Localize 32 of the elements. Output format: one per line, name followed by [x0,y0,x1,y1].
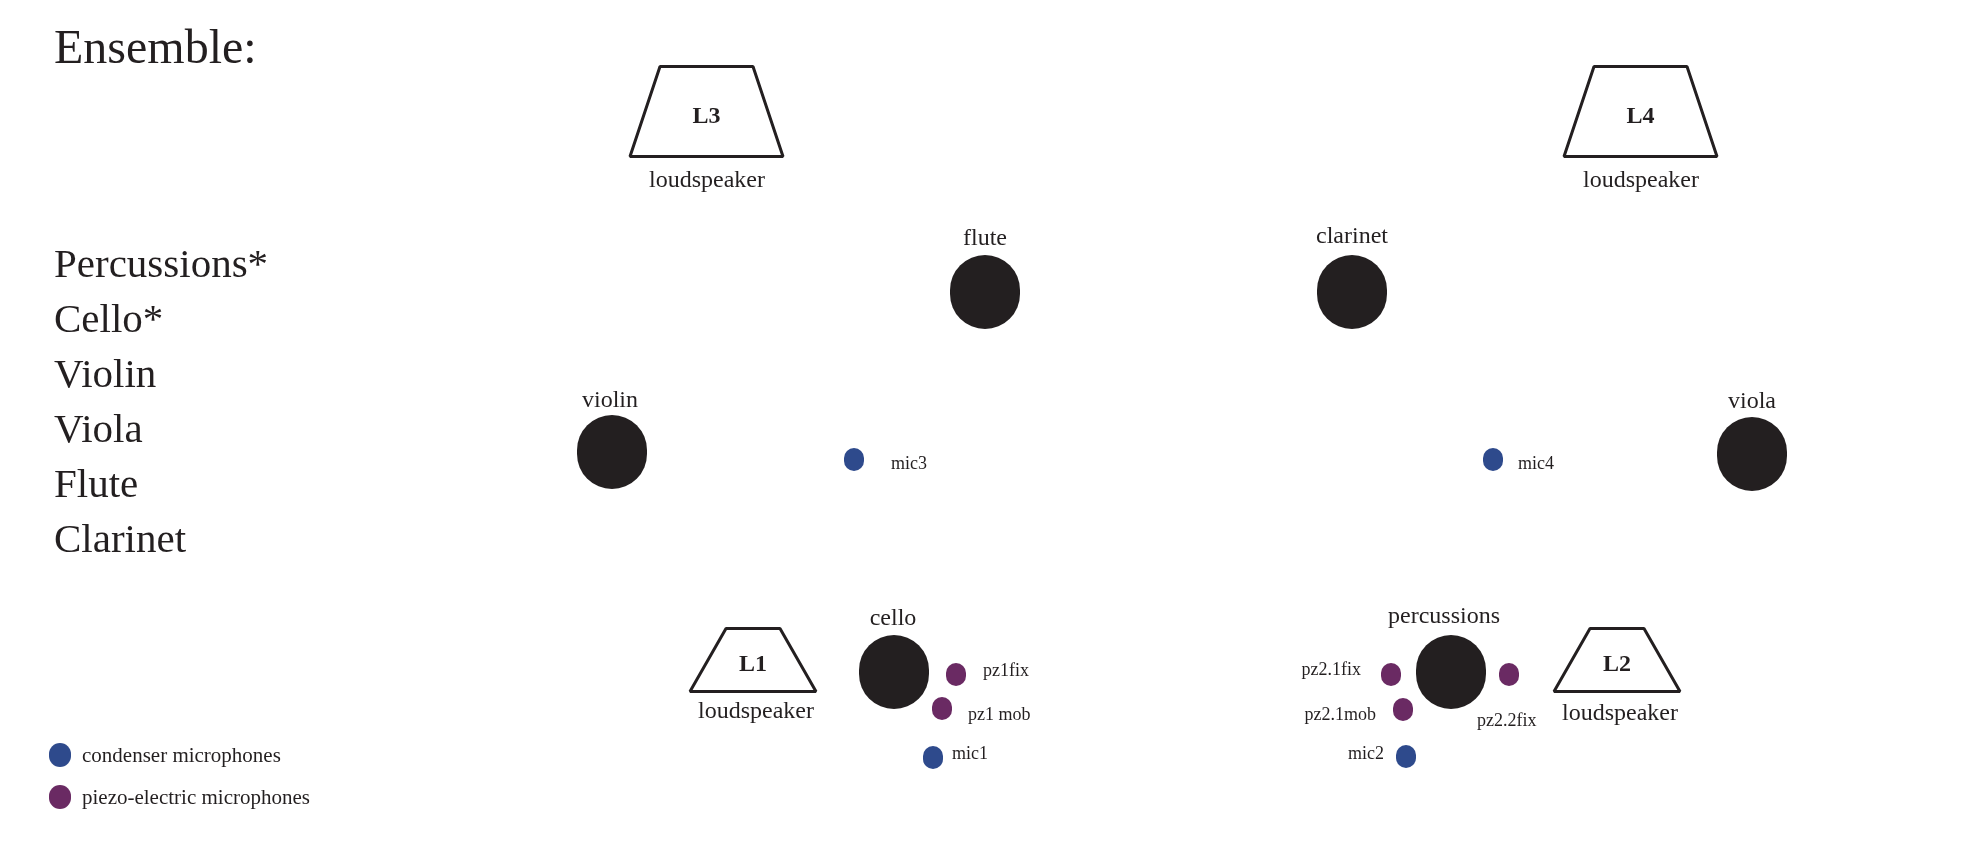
speaker-id-label: L2 [1603,651,1631,675]
instrument-label: clarinet [1316,223,1388,247]
instrument-label: violin [582,387,638,411]
instrument-list-item: Cello* [54,298,164,339]
microphone-label: mic4 [1518,454,1554,472]
microphone-label: pz2.1fix [1301,660,1361,678]
microphone-label: pz2.2fix [1477,711,1537,729]
microphone-label: pz1fix [983,661,1029,679]
instrument-list-item: Clarinet [54,518,187,559]
instrument-list-item: Flute [54,463,139,504]
speaker-caption: loudspeaker [1562,700,1678,724]
legend-label: condenser microphones [82,744,281,766]
legend-label: piezo-electric microphones [82,786,310,808]
microphone-label: mic1 [952,744,988,762]
instrument-label: percussions [1388,603,1500,627]
speaker-id-label: L3 [692,102,721,127]
microphone-label: mic2 [1348,744,1384,762]
instrument-list-item: Viola [54,408,143,449]
instrument-label: cello [869,605,917,629]
speaker-id-label: L1 [739,651,767,675]
instrument-label: viola [1728,388,1776,412]
speaker-id-label: L4 [1626,102,1655,127]
instrument-list-item: Violin [54,353,157,394]
microphone-label: pz1 mob [968,705,1031,723]
diagram-title: Ensemble: [54,23,257,71]
speaker-caption: loudspeaker [1583,167,1699,191]
microphone-label: pz2.1mob [1304,705,1376,723]
instrument-list-item: Percussions* [54,243,269,284]
speaker-caption: loudspeaker [698,698,814,722]
microphone-label: mic3 [891,454,927,472]
instrument-label: flute [963,225,1007,249]
speaker-caption: loudspeaker [649,167,765,191]
